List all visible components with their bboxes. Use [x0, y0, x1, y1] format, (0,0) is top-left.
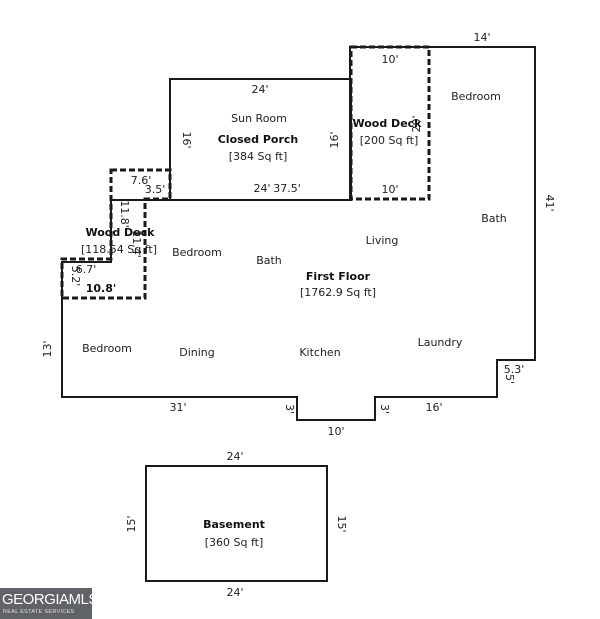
closed-porch-area: [384 Sq ft] — [229, 150, 288, 163]
dim-basement-bottom-24: 24' — [226, 586, 243, 599]
dim-notch-3-left: 3' — [283, 404, 296, 414]
wood-deck-lower-outline — [60, 168, 172, 300]
room-bath-center: Bath — [256, 254, 282, 267]
sun-room-outline — [169, 78, 352, 201]
dim-basement-right-15: 15' — [335, 515, 348, 532]
room-kitchen: Kitchen — [299, 346, 340, 359]
basement-area: [360 Sq ft] — [205, 536, 264, 549]
dim-porch-right-16: 16' — [328, 131, 341, 148]
dim-deck-upper-top-10: 10' — [381, 53, 398, 66]
dim-bottom-31: 31' — [169, 401, 186, 414]
basement-outline — [145, 465, 328, 582]
room-bath-east: Bath — [481, 212, 507, 225]
first-floor-title: First Floor — [306, 270, 371, 283]
dim-right-41: 41' — [543, 194, 556, 211]
dim-deck-lower-7-6: 7.6' — [131, 174, 152, 187]
dim-deck-lower-6-7: 6.7' — [76, 263, 97, 276]
wood-deck-lower-title: Wood Deck — [86, 226, 156, 239]
dim-deck-lower-3-5: 3.5' — [145, 183, 166, 196]
dim-deck-lower-11-4: 11.4' — [130, 230, 143, 258]
room-living: Living — [366, 234, 399, 247]
dim-bottom-16: 16' — [425, 401, 442, 414]
wood-deck-upper-area: [200 Sq ft] — [360, 134, 419, 147]
dim-porch-top-24: 24' — [251, 83, 268, 96]
dim-deck-upper-right-20: 20' — [410, 115, 423, 132]
dim-deck-upper-bottom-10: 10' — [381, 183, 398, 196]
sun-room-label: Sun Room — [231, 112, 287, 125]
dim-top-14: 14' — [473, 31, 490, 44]
basement-title: Basement — [203, 518, 265, 531]
room-bedroom-ne: Bedroom — [451, 90, 501, 103]
logo-main-text: GEORGIAMLS — [2, 591, 98, 608]
dim-step-5: 5' — [503, 374, 516, 384]
logo-sub-text: REAL ESTATE SERVICES — [3, 609, 75, 615]
dim-notch-10: 10' — [327, 425, 344, 438]
wood-deck-lower-area: [118.54 Sq ft] — [81, 243, 157, 256]
dim-deck-lower-11-8: 11.8' — [118, 200, 131, 228]
dim-basement-left-15: 15' — [125, 515, 138, 532]
room-laundry: Laundry — [418, 336, 463, 349]
dim-basement-top-24: 24' — [226, 450, 243, 463]
first-floor-area: [1762.9 Sq ft] — [300, 286, 376, 299]
dim-deck-lower-10-8: 10.8' — [86, 282, 117, 295]
wood-deck-upper-title: Wood Deck — [353, 117, 423, 130]
dim-porch-bottom-24: 24' — [253, 182, 270, 195]
dim-step-5-3: 5.3' — [504, 363, 525, 376]
room-dining: Dining — [179, 346, 215, 359]
dim-porch-left-16: 16' — [180, 131, 193, 148]
dim-left-13: 13' — [41, 340, 54, 357]
room-bedroom-center: Bedroom — [172, 246, 222, 259]
georgiamls-logo: GEORGIAMLS REAL ESTATE SERVICES — [0, 588, 98, 619]
closed-porch-title: Closed Porch — [218, 133, 299, 146]
first-floor-outline — [61, 46, 536, 421]
room-bedroom-west: Bedroom — [82, 342, 132, 355]
dim-porch-bottom-37-5: 37.5' — [273, 182, 301, 195]
dim-deck-lower-5-2: 5.2' — [69, 266, 82, 287]
dim-notch-3-right: 3' — [378, 404, 391, 414]
wood-deck-upper-outline — [349, 45, 431, 201]
